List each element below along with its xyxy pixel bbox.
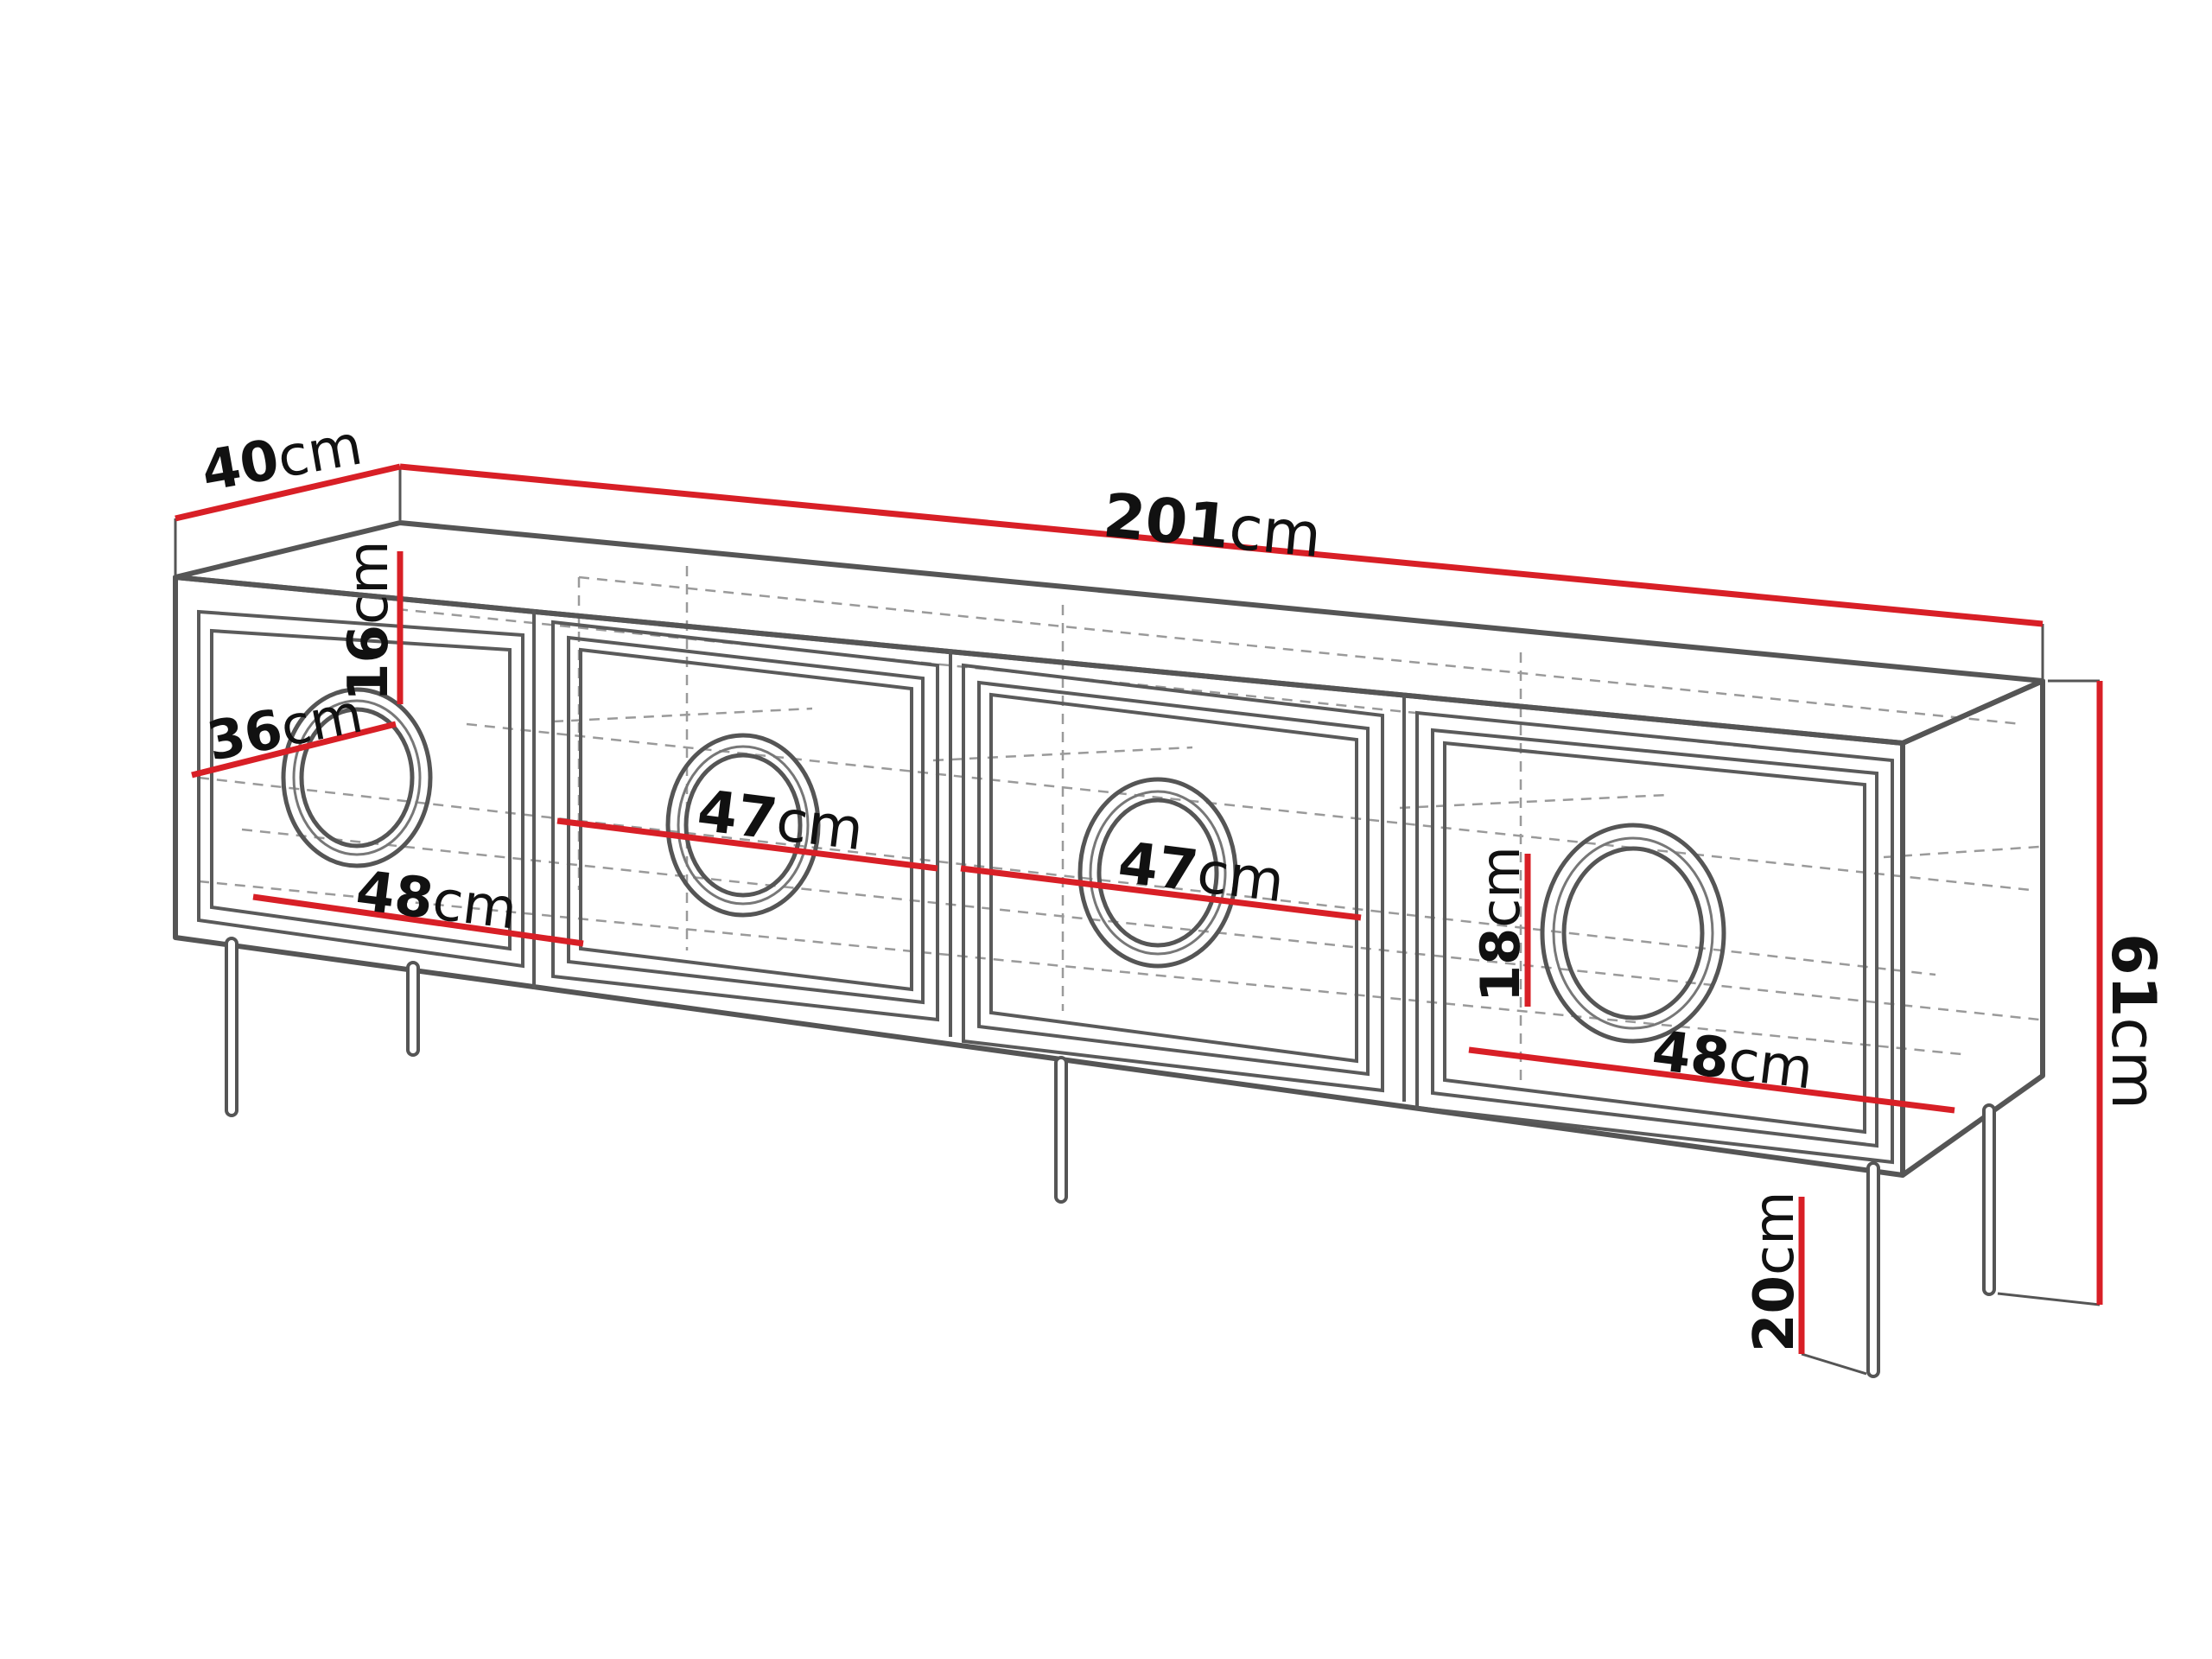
ring-handle-3-icon [1077,777,1238,969]
dimension-labels: 40cm 201cm 61cm 20cm 16cm 36cm 48cm 47cm… [197,413,2169,1352]
width-dimension-line [399,463,2044,627]
legs [225,937,1996,1378]
middle-right-shelf-width-line [960,865,1362,921]
door-3 [962,663,1384,1093]
middle-left-shelf-width-line [556,817,938,872]
internal-shelves-hidden-lines [198,566,2040,1080]
right-shelf-width-line [1468,1046,1955,1114]
height-label: 61cm [2098,933,2169,1109]
ring-handles [281,687,1726,1044]
left-shelf-height-label: 16cm [337,540,401,702]
leg-height-label: 20cm [1743,1191,1807,1352]
depth-dimension-line [175,463,401,522]
right-shelf-height-label: 18cm [1469,846,1532,1002]
middle-right-shelf-width-label: 47cm [1115,829,1287,915]
width-label: 201cm [1100,480,1325,571]
door-4 [1415,710,1894,1165]
right-shelf-width-label: 48cm [1649,1019,1816,1102]
door-1 [197,609,524,969]
depth-label: 40cm [197,413,367,504]
dimension-lines [175,463,2103,1354]
side-face [1900,678,2045,1178]
left-shelf-depth-line [191,721,397,779]
door-2 [551,620,939,1022]
left-shelf-width-label: 48cm [353,859,520,942]
left-shelf-width-line [252,893,584,947]
ring-handle-1-icon [281,687,433,868]
middle-left-shelf-width-label: 47cm [694,777,867,863]
cabinet-body [173,520,2045,1178]
ring-handle-2-icon [665,733,821,918]
extension-lines [174,467,2101,1376]
ring-handle-4-icon [1540,823,1726,1044]
doors [197,609,1894,1165]
left-shelf-depth-label: 36cm [202,682,367,773]
